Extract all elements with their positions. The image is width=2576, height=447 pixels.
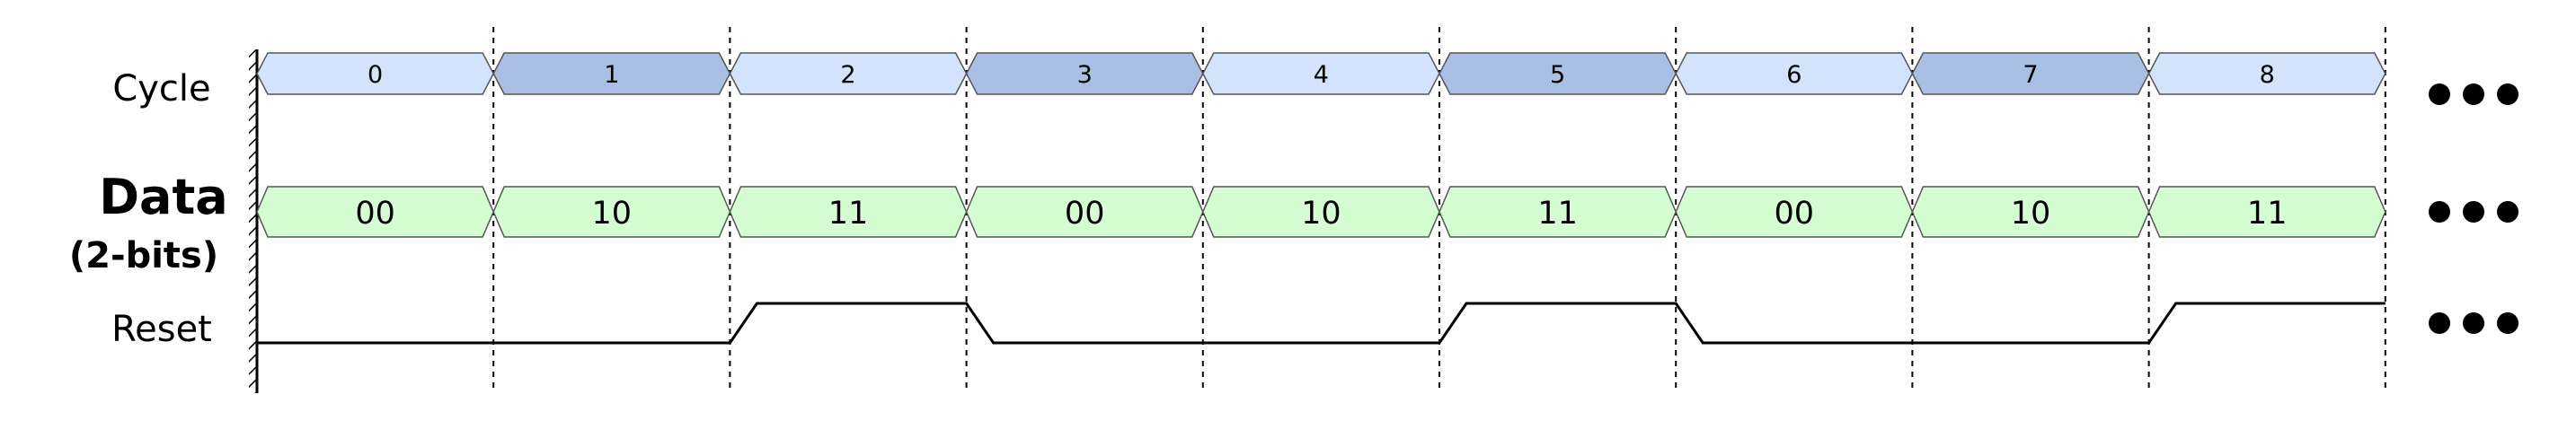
cycle-number: 0	[367, 61, 383, 89]
cycle-number: 8	[2260, 61, 2275, 89]
cycle-boundary-lines	[492, 27, 2386, 393]
data-value: 11	[1537, 196, 1578, 232]
cycle-segment: 5	[1438, 52, 1677, 95]
start-wall	[249, 49, 259, 393]
ellipsis-dots-icon	[2429, 83, 2518, 105]
cycle-number: 7	[2023, 61, 2038, 89]
cycle-number: 5	[1550, 61, 1565, 89]
data-row: 00 10 11 00 10 11 00 10 11	[256, 186, 2386, 238]
data-segment: 10	[1201, 186, 1440, 238]
cycle-number: 2	[840, 61, 855, 89]
data-value: 00	[355, 196, 395, 232]
data-row-sublabel: (2-bits)	[69, 235, 218, 276]
cycle-segment-shape	[2147, 52, 2386, 95]
cycle-segment: 2	[729, 52, 968, 95]
data-value: 11	[2247, 196, 2288, 232]
cycle-number: 1	[604, 61, 619, 89]
data-value: 10	[592, 196, 633, 232]
cycle-number: 4	[1314, 61, 1329, 89]
data-segment: 10	[492, 186, 731, 238]
data-value: 11	[828, 196, 869, 232]
cycle-segment: 6	[1675, 52, 1914, 95]
data-segment: 00	[256, 186, 495, 238]
cycle-segment: 0	[256, 52, 495, 95]
cycle-row-label: Cycle	[112, 68, 210, 110]
cycle-segment: 4	[1201, 52, 1440, 95]
data-segment: 11	[2147, 186, 2386, 238]
cycle-segment: 8	[2147, 52, 2386, 95]
reset-row-label: Reset	[111, 309, 212, 350]
reset-waveform	[257, 302, 2386, 345]
data-segment: 11	[729, 186, 968, 238]
data-value: 10	[1301, 196, 1341, 232]
ellipsis-dots-icon	[2429, 312, 2518, 334]
cycle-row: 0 1 2 3 4 5 6 7 8	[256, 52, 2386, 95]
data-segment: 00	[965, 186, 1204, 238]
ellipsis-dots-icon	[2429, 201, 2518, 223]
data-row-label: Data	[99, 169, 228, 225]
cycle-segment: 3	[965, 52, 1204, 95]
continuation-ellipses	[2429, 83, 2518, 334]
cycle-number: 6	[1786, 61, 1801, 89]
cycle-number: 3	[1077, 61, 1093, 89]
data-segment: 00	[1675, 186, 1914, 238]
cycle-segment: 1	[492, 52, 731, 95]
data-value: 10	[2011, 196, 2051, 232]
data-value: 00	[1775, 196, 1815, 232]
data-value: 00	[1065, 196, 1105, 232]
data-segment: 11	[1438, 186, 1677, 238]
cycle-segment: 7	[1911, 52, 2150, 95]
data-segment-shape	[2147, 186, 2386, 238]
data-segment: 10	[1911, 186, 2150, 238]
